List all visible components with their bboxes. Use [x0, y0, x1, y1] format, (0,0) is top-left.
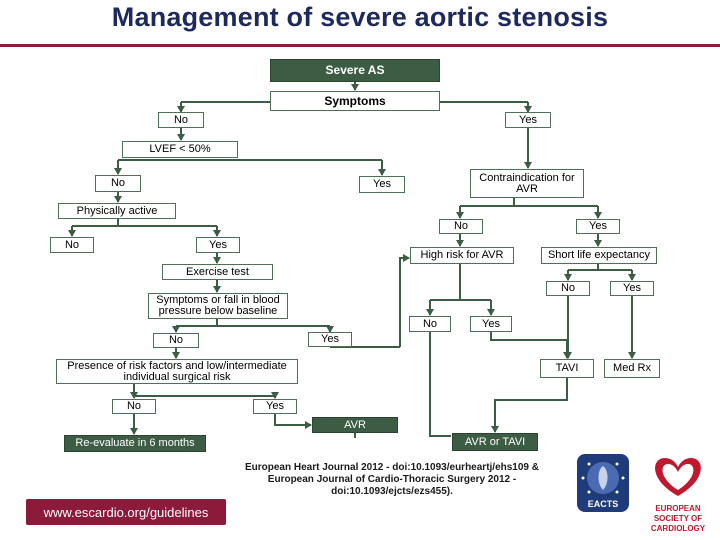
contraindication-label: Contraindication for AVR — [479, 171, 575, 195]
node-symptoms: Symptoms — [270, 91, 440, 111]
node-contraindication: Contraindication for AVR — [470, 169, 584, 198]
node-fall-yes: Yes — [308, 332, 352, 347]
node-symptoms-no: No — [158, 112, 204, 128]
node-symptoms-yes: Yes — [505, 112, 551, 128]
node-physically-active: Physically active — [58, 203, 176, 219]
esc-line-3: CARDIOLOGY — [651, 524, 706, 533]
node-highrisk-yes: Yes — [470, 316, 512, 332]
node-short-yes: Yes — [610, 281, 654, 296]
node-lvef: LVEF < 50% — [122, 141, 238, 158]
node-short-no: No — [546, 281, 590, 296]
guidelines-url[interactable]: www.escardio.org/guidelines — [26, 499, 226, 525]
node-reevaluate: Re-evaluate in 6 months — [64, 435, 206, 452]
node-active-yes: Yes — [196, 237, 240, 253]
node-tavi: TAVI — [540, 359, 594, 378]
reference-citation: European Heart Journal 2012 - doi:10.109… — [244, 462, 539, 497]
eacts-logo: EACTS — [577, 454, 629, 512]
node-severe-as: Severe AS — [270, 59, 440, 82]
node-contra-no: No — [439, 219, 483, 234]
node-fall-no: No — [153, 333, 199, 348]
eacts-label: EACTS — [588, 499, 619, 509]
node-symptoms-fall: Symptoms or fall in blood pressure below… — [148, 293, 288, 319]
node-high-risk: High risk for AVR — [410, 247, 514, 264]
node-lvef-no: No — [95, 175, 141, 192]
node-med-rx: Med Rx — [604, 359, 660, 378]
node-risk-yes: Yes — [253, 399, 297, 414]
esc-line-2: SOCIETY OF — [654, 514, 702, 523]
node-risk-no: No — [112, 399, 156, 414]
esc-logo: EUROPEAN SOCIETY OF CARDIOLOGY — [651, 458, 706, 533]
page-title: Management of severe aortic stenosis — [111, 2, 609, 32]
node-lvef-yes: Yes — [359, 176, 405, 193]
symptoms-fall-label: Symptoms or fall in blood pressure below… — [156, 294, 280, 317]
title-divider — [0, 44, 720, 47]
node-risk-factors: Presence of risk factors and low/interme… — [56, 359, 298, 384]
node-active-no: No — [50, 237, 94, 253]
esc-line-1: EUROPEAN — [655, 504, 701, 513]
node-contra-yes: Yes — [576, 219, 620, 234]
risk-factors-label: Presence of risk factors and low/interme… — [67, 359, 287, 383]
node-exercise-test: Exercise test — [162, 264, 273, 280]
node-short-life: Short life expectancy — [541, 247, 657, 264]
node-avr: AVR — [312, 417, 398, 433]
node-highrisk-no: No — [409, 316, 451, 332]
node-avr-or-tavi: AVR or TAVI — [452, 433, 538, 451]
